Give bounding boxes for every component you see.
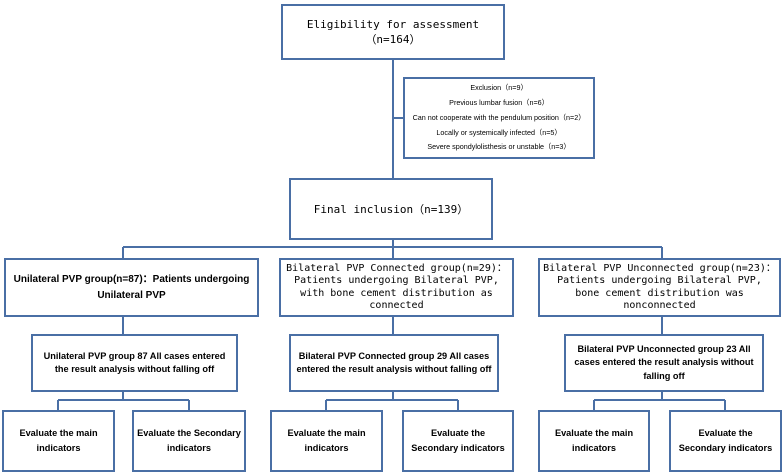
exclusion-box: Exclusion（n=9） Previous lumbar fusion（n=… <box>403 77 595 159</box>
exclusion-item-infected: Locally or systemically infected（n=5） <box>436 127 562 137</box>
unilateral-group-description: Unilateral PVP group(n=87)：Patients unde… <box>13 273 250 301</box>
bilateral-unconnected-group-description: Bilateral PVP Unconnected group(n=23)：Pa… <box>543 262 776 312</box>
bilateral-connected-group-box: Bilateral PVP Connected group(n=29)：Pati… <box>279 258 514 317</box>
eligibility-text: Eligibility for assessment（n=164） <box>306 17 480 46</box>
bilateral-connected-result-box: Bilateral PVP Connected group 29 All cas… <box>289 334 499 392</box>
unilateral-main-indicators-box: Evaluate the main indicators <box>2 410 115 472</box>
bilateral-unconnected-result-text: Bilateral PVP Unconnected group 23 All c… <box>574 343 754 381</box>
final-inclusion-text: Final inclusion（n=139） <box>313 203 469 216</box>
unconnected-secondary-indicators-box: Evaluate the Secondary indicators <box>669 410 782 472</box>
unilateral-group-box: Unilateral PVP group(n=87)：Patients unde… <box>4 258 259 317</box>
unilateral-result-box: Unilateral PVP group 87 All cases entere… <box>31 334 238 392</box>
unilateral-result-text: Unilateral PVP group 87 All cases entere… <box>43 350 226 374</box>
secondary-indicators-label: Evaluate the Secondary indicators <box>411 428 505 453</box>
exclusion-item-lumbar-fusion: Previous lumbar fusion（n=6） <box>449 98 549 108</box>
bilateral-connected-group-description: Bilateral PVP Connected group(n=29)：Pati… <box>286 262 507 312</box>
main-indicators-label: Evaluate the main indicators <box>19 428 98 453</box>
main-indicators-label: Evaluate the main indicators <box>554 428 634 453</box>
bilateral-unconnected-result-box: Bilateral PVP Unconnected group 23 All c… <box>564 334 764 392</box>
connected-secondary-indicators-box: Evaluate the Secondary indicators <box>402 410 514 472</box>
eligibility-box: Eligibility for assessment（n=164） <box>281 4 505 60</box>
bilateral-connected-result-text: Bilateral PVP Connected group 29 All cas… <box>296 350 492 374</box>
secondary-indicators-label: Evaluate the Secondary indicators <box>678 428 773 453</box>
main-indicators-label: Evaluate the main indicators <box>287 428 366 453</box>
connected-main-indicators-box: Evaluate the main indicators <box>270 410 383 472</box>
final-inclusion-box: Final inclusion（n=139） <box>289 178 493 240</box>
secondary-indicators-label: Evaluate the Secondary indicators <box>137 428 241 453</box>
unilateral-secondary-indicators-box: Evaluate the Secondary indicators <box>132 410 246 472</box>
exclusion-item-spondylolisthesis: Severe spondylolisthesis or unstable（n=3… <box>427 142 571 152</box>
exclusion-item-pendulum-position: Can not cooperate with the pendulum posi… <box>412 112 586 122</box>
exclusion-title: Exclusion（n=9） <box>470 83 528 93</box>
bilateral-unconnected-group-box: Bilateral PVP Unconnected group(n=23)：Pa… <box>538 258 781 317</box>
unconnected-main-indicators-box: Evaluate the main indicators <box>538 410 650 472</box>
